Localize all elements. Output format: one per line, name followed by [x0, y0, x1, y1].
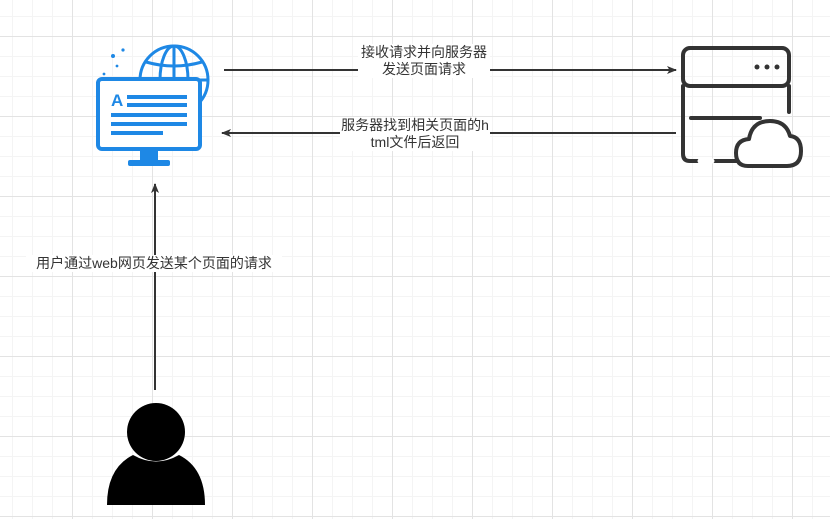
svg-text:A: A — [111, 91, 123, 110]
monitor-globe-icon: A — [96, 44, 210, 166]
server-cloud-icon — [681, 46, 803, 168]
label-request-to-server: 接收请求并向服务器发送页面请求 — [358, 44, 490, 78]
label-server-return: 服务器找到相关页面的html文件后返回 — [340, 117, 490, 151]
user-icon — [107, 403, 205, 505]
label-user-request: 用户通过web网页发送某个页面的请求 — [26, 255, 282, 272]
